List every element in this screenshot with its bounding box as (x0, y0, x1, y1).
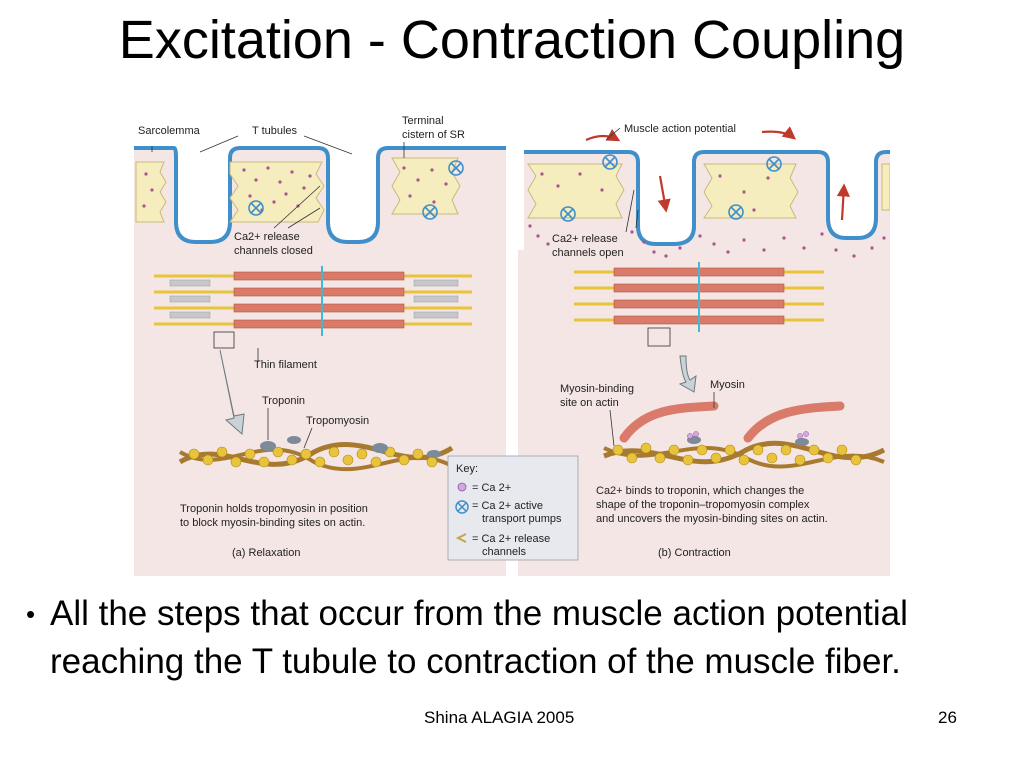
myosin-binding-label-2: site on actin (560, 397, 619, 409)
action-potential-arrows (585, 126, 850, 221)
key-pump-label-2: transport pumps (482, 513, 562, 525)
contraction-thin-filament-detail (603, 392, 886, 469)
key-channel-label: = Ca 2+ release (472, 533, 550, 545)
channels-closed-label: Ca2+ release (234, 231, 300, 243)
pump-icon (455, 500, 469, 514)
channels-open-label-2: channels open (552, 247, 624, 259)
key-title: Key: (456, 463, 478, 475)
contraction-pump-icons (560, 154, 782, 222)
key-channel-label-2: channels (482, 546, 527, 558)
contraction-caption-2: shape of the troponin–tropomyosin comple… (596, 499, 810, 511)
contraction-caption-3: and uncovers the myosin-binding sites on… (596, 513, 828, 525)
relaxation-pump-icons (248, 160, 464, 220)
contraction-sarcomere (574, 262, 824, 347)
relaxation-thin-filament-detail (178, 408, 454, 472)
bullet-point: • All the steps that occur from the musc… (26, 590, 986, 686)
tropomyosin-label: Tropomyosin (306, 415, 369, 427)
thin-filament-label: Thin filament (254, 359, 317, 371)
relaxation-caption-2: to block myosin-binding sites on actin. (180, 517, 365, 529)
contraction-calcium-ions (528, 172, 886, 258)
slide-title: Excitation - Contraction Coupling (118, 10, 906, 70)
sarcolemma-label: Sarcolemma (138, 125, 201, 137)
t-tubules-label: T tubules (252, 125, 298, 137)
contraction-membrane (518, 140, 890, 250)
key-box: Key: = Ca 2+ = Ca 2+ active transport pu… (447, 455, 579, 561)
figure-svg: Sarcolemma T tubules Terminal cistern of… (134, 115, 890, 576)
bullet-text: All the steps that occur from the muscle… (50, 594, 908, 681)
contraction-panel-label: (b) Contraction (658, 547, 731, 559)
calcium-ion-icon (457, 482, 467, 492)
terminal-cistern-label: Terminal (402, 115, 444, 127)
relaxation-sr-cisterns (135, 157, 461, 223)
relaxation-leader-lines (151, 135, 405, 362)
channels-open-label: Ca2+ release (552, 233, 618, 245)
channels-closed-label-2: channels closed (234, 245, 313, 257)
bullet-dot-icon: • (26, 599, 36, 629)
action-potential-label: Muscle action potential (624, 123, 736, 135)
relaxation-caption-1: Troponin holds tropomyosin in position (180, 503, 368, 515)
relaxation-panel-label: (a) Relaxation (232, 547, 300, 559)
myosin-label: Myosin (710, 379, 745, 391)
myosin-binding-label: Myosin-binding (560, 383, 634, 395)
troponin-label: Troponin (262, 395, 305, 407)
excitation-contraction-figure: Sarcolemma T tubules Terminal cistern of… (134, 110, 890, 576)
contraction-caption-1: Ca2+ binds to troponin, which changes th… (596, 485, 804, 497)
contraction-sr-cisterns (527, 163, 890, 219)
terminal-cistern-label-2: cistern of SR (402, 129, 465, 141)
contraction-leader-lines (605, 127, 639, 233)
slide-number: 26 (938, 708, 957, 727)
contraction-zoom-arrow (678, 355, 697, 393)
key-ion-label: = Ca 2+ (472, 482, 511, 494)
key-pump-label: = Ca 2+ active (472, 500, 543, 512)
footer-text: Shina ALAGIA 2005 (424, 708, 575, 727)
relaxation-sarcomere (154, 266, 472, 349)
relaxation-zoom-arrow (219, 349, 245, 436)
relaxation-calcium-ions (142, 166, 448, 212)
release-channel-icon (455, 533, 467, 543)
